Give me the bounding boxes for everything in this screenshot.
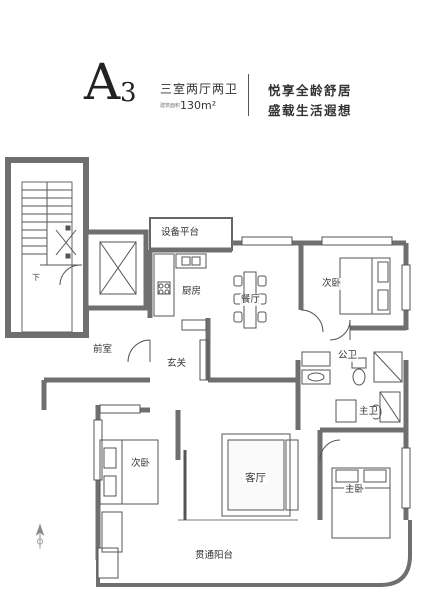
model-letter: A [84,53,121,111]
bedroom-2-furniture [99,439,159,553]
label-dining: 餐厅 [240,294,262,306]
elevator [83,229,149,311]
label-master-bedroom: 主卧 [344,484,366,496]
label-equipment-platform: 设备平台 [160,227,201,239]
slogan-line-1: 悦享全龄舒居 [268,83,353,98]
label-master-bath: 主卫 [358,406,380,418]
label-living: 客厅 [244,472,267,484]
floor-plan: 设备平台 厨房 餐厅 次卧 前室 玄关 公卫 主卫 次卧 客厅 主卧 贯通阳台 … [0,140,443,600]
model-number: 3 [120,78,137,108]
kitchen-fixtures [153,253,207,331]
floor-plan-drawing [5,157,412,587]
door-swing [300,309,324,333]
layout-label: 三室两厅两卫 [160,82,239,96]
label-stair-down: 下 [32,273,40,282]
area-value: 130m² [180,99,217,112]
balcony-outline [96,519,412,587]
stairwell [5,157,89,338]
living-furniture [183,433,299,520]
foyer-cabinet [127,339,209,381]
label-front-hall: 前室 [92,344,114,356]
windows [93,236,411,509]
header: A 3 三室两厅两卫 建筑面积 130m² 悦享全龄舒居 盛载生活遐想 [0,0,443,140]
label-kitchen: 厨房 [181,286,203,298]
slogan-line-2: 盛载生活遐想 [268,103,353,118]
header-divider [248,74,249,116]
public-bath-fixtures [301,351,403,386]
label-foyer: 玄关 [166,358,188,370]
label-bedroom-secondary-1: 次卧 [321,278,343,290]
label-public-bath: 公卫 [337,350,359,362]
label-balcony: 贯通阳台 [194,550,235,562]
compass-icon [35,523,45,549]
area-caption: 建筑面积 [160,103,181,109]
label-bedroom-secondary-2: 次卧 [130,458,152,470]
